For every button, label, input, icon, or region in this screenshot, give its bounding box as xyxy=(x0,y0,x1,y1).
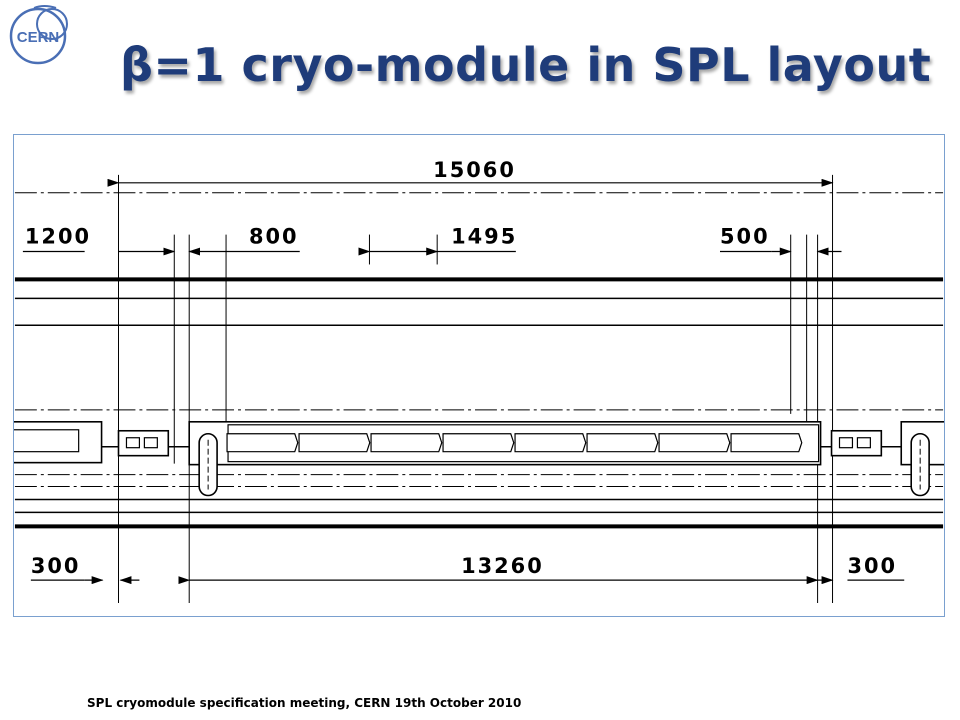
cavity xyxy=(586,433,659,453)
cavity xyxy=(658,433,731,453)
cavity xyxy=(442,433,515,453)
cavity xyxy=(370,433,443,453)
cryomodule-layout-drawing: 15060 1200 800 1495 500 300 13260 300 xyxy=(13,134,945,617)
cavity xyxy=(730,433,803,453)
adjacent-cavity-left xyxy=(14,429,80,453)
dim-overall-length: 15060 xyxy=(433,158,516,182)
quad-coil xyxy=(838,437,854,449)
dim-cavity-pitch: 1495 xyxy=(451,225,517,249)
dim-interconnect: 1200 xyxy=(25,225,91,249)
support-post xyxy=(910,432,930,497)
cern-logo-text: CERN xyxy=(17,29,60,46)
footer-text: SPL cryomodule specification meeting, CE… xyxy=(87,696,522,710)
support-post xyxy=(198,432,218,497)
dim-cryostat-length: 13260 xyxy=(461,554,544,578)
dim-bottom-right: 300 xyxy=(847,554,897,578)
cern-logo: CERN xyxy=(9,5,68,65)
cavity xyxy=(298,433,371,453)
dim-bottom-left: 300 xyxy=(31,554,81,578)
slide-title: β=1 cryo-module in SPL layout xyxy=(120,38,932,92)
cavity xyxy=(226,433,299,453)
dim-end-gap: 500 xyxy=(720,225,770,249)
quad-coil xyxy=(125,437,141,449)
dim-quad-gap: 800 xyxy=(249,225,299,249)
cavity xyxy=(514,433,587,453)
quad-coil xyxy=(143,437,158,449)
quad-coil xyxy=(856,437,871,449)
